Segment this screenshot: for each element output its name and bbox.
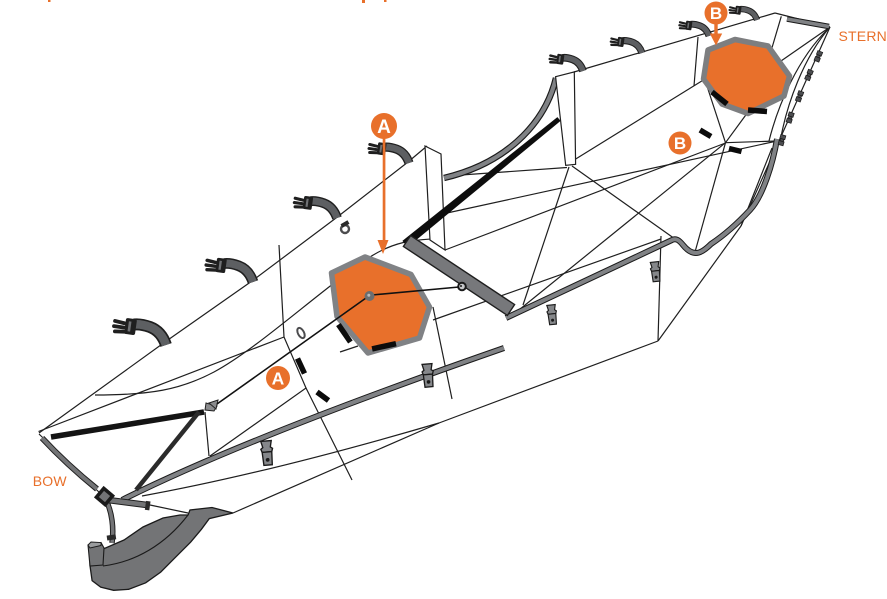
- svg-text:BOW: BOW: [33, 473, 68, 489]
- svg-text:STERN: STERN: [839, 28, 887, 44]
- svg-text:B: B: [710, 4, 722, 23]
- svg-text:A: A: [377, 117, 391, 138]
- svg-text:B: B: [674, 134, 686, 153]
- svg-text:A: A: [272, 368, 285, 388]
